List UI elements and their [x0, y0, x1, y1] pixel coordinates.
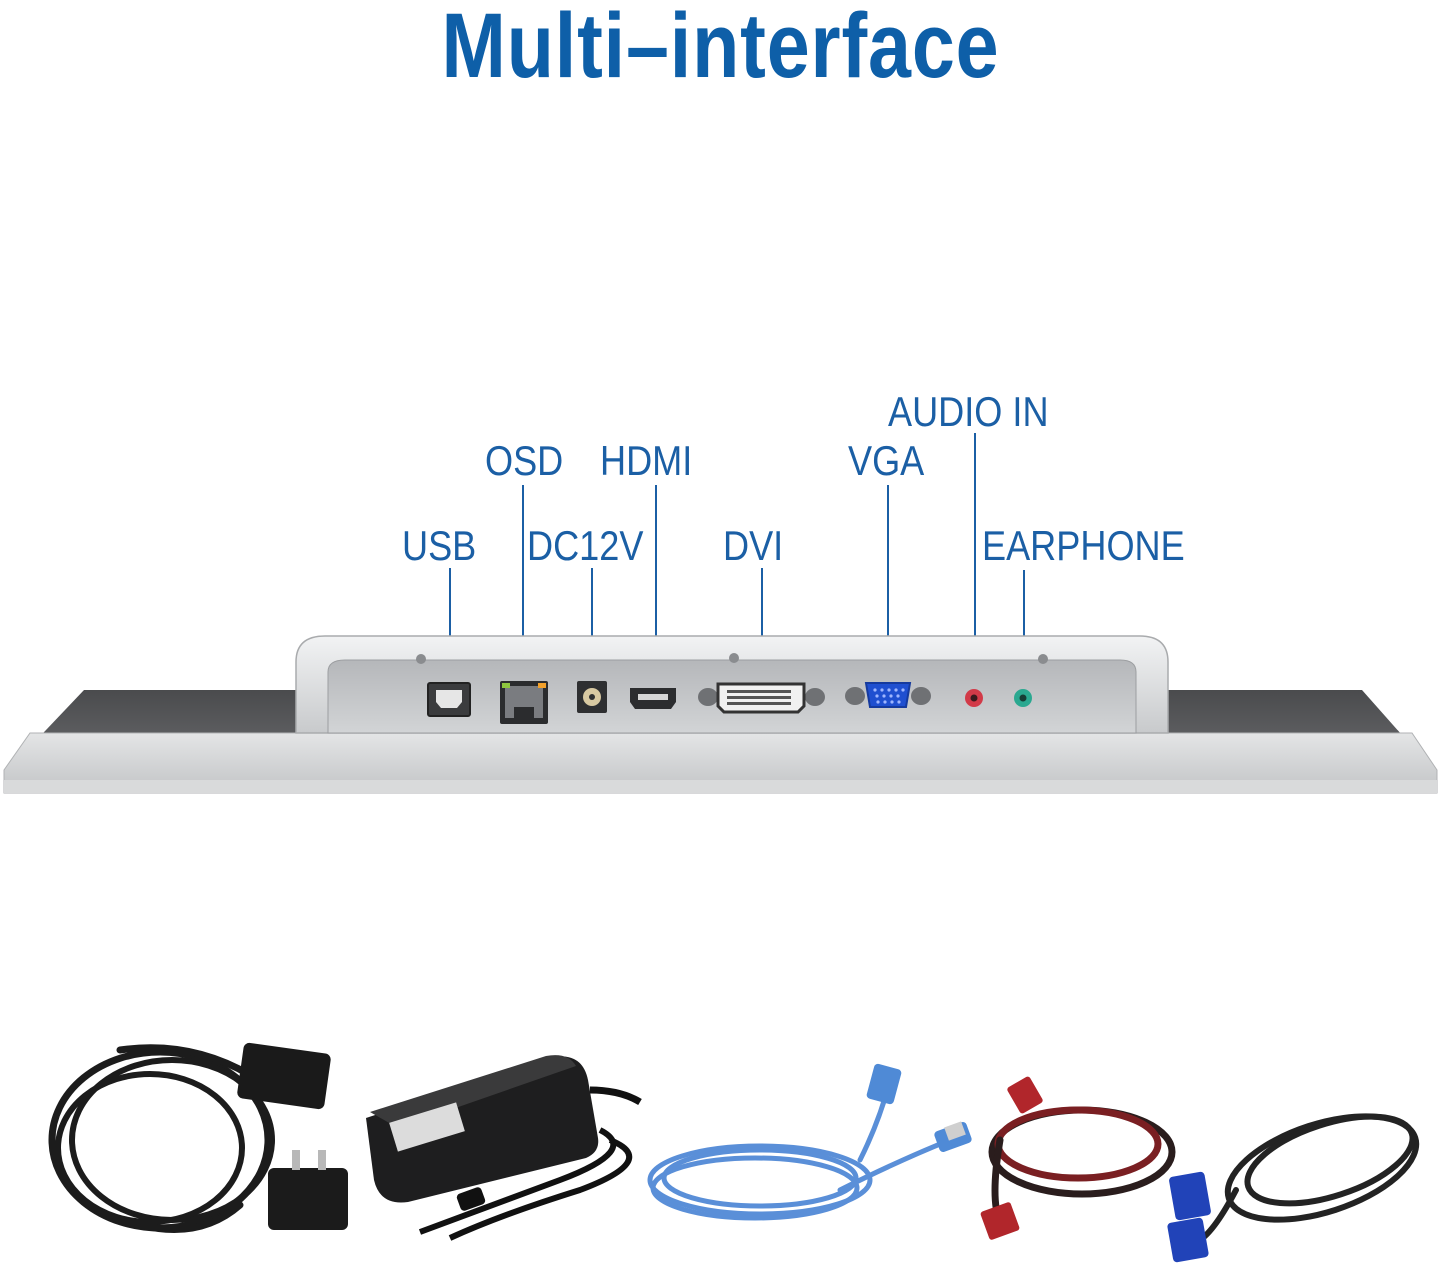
label-earphone: EARPHONE	[982, 522, 1185, 569]
power-adapter-icon	[366, 1055, 642, 1241]
hdmi-leader-line	[655, 485, 657, 695]
usb-b-port-icon	[427, 682, 471, 717]
usb-leader-line	[449, 568, 451, 686]
dvi-leader-line	[761, 568, 763, 698]
label-hdmi: HDMI	[600, 437, 693, 484]
label-dc12v: DC12V	[527, 522, 644, 569]
vga-cable-icon	[1167, 1113, 1420, 1263]
audio-in-leader-line	[974, 433, 976, 695]
hdmi-port-icon	[630, 688, 676, 709]
vga-leader-line	[887, 485, 889, 693]
earphone-leader-line	[1023, 570, 1025, 695]
power-cord-icon	[48, 1042, 348, 1233]
hdmi-cable-icon	[980, 1076, 1176, 1240]
page-title: Multi–interface	[441, 0, 1000, 97]
osd-leader-line	[522, 485, 524, 700]
usb-cable-icon	[647, 1063, 972, 1221]
label-audio-in: AUDIO IN	[888, 388, 1049, 435]
rj45-port-icon	[500, 681, 548, 724]
label-osd: OSD	[485, 437, 564, 484]
label-dvi: DVI	[723, 522, 784, 569]
label-vga: VGA	[848, 437, 925, 484]
label-usb: USB	[402, 522, 477, 569]
dc12v-leader-line	[591, 568, 593, 690]
